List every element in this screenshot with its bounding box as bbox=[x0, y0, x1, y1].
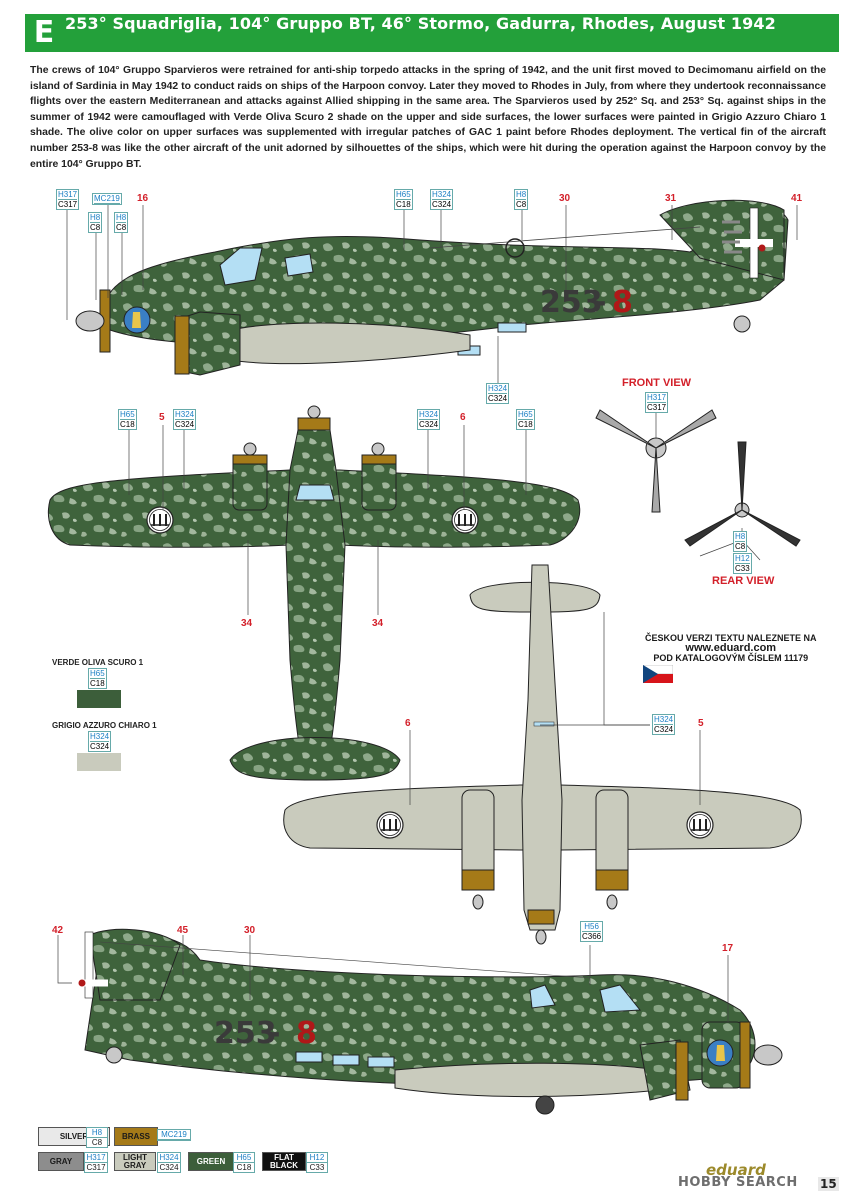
side-view-left: 253 - 8 bbox=[75, 199, 789, 376]
ref-16: 16 bbox=[137, 193, 149, 204]
ref-6-plan: 6 bbox=[460, 412, 466, 423]
plan-view-top bbox=[47, 405, 581, 781]
swatch-green bbox=[77, 690, 121, 708]
hobby-search-watermark: HOBBY SEARCH bbox=[678, 1175, 798, 1190]
svg-text:8: 8 bbox=[296, 1016, 317, 1051]
propeller-front bbox=[595, 409, 717, 513]
description-text: The crews of 104° Gruppo Sparvieros were… bbox=[30, 65, 826, 170]
fuselage-code-top: 253 bbox=[540, 285, 603, 320]
ref-30-top: 30 bbox=[559, 193, 571, 204]
title-bar: E 253° Squadriglia, 104° Gruppo BT, 46° … bbox=[25, 14, 839, 52]
rear-view-title: REAR VIEW bbox=[712, 575, 775, 587]
ref-34-right: 34 bbox=[372, 618, 384, 629]
svg-text:-: - bbox=[268, 1016, 280, 1051]
profile-letter: E bbox=[33, 15, 55, 50]
svg-text:8: 8 bbox=[612, 285, 633, 320]
svg-text:-: - bbox=[594, 285, 606, 320]
plan-view-bottom bbox=[283, 564, 802, 945]
fuselage-code-bottom: 253 bbox=[214, 1016, 277, 1051]
ref-42: 42 bbox=[52, 925, 64, 936]
page-number: 15 bbox=[818, 1177, 839, 1191]
swatch-name-green: VERDE OLIVA SCURO 1 bbox=[52, 658, 144, 667]
ref-45: 45 bbox=[177, 925, 189, 936]
callout-top-mc219: MC219 bbox=[92, 193, 122, 205]
swatch-grey bbox=[77, 753, 121, 771]
ref-5-lower: 5 bbox=[698, 718, 704, 729]
legend-green: GREEN bbox=[188, 1152, 234, 1171]
eduard-logo: eduard bbox=[706, 1161, 766, 1179]
czech-note: ČESKOU VERZI TEXTU NALEZNETE NA www.edua… bbox=[645, 633, 817, 663]
front-view-title: FRONT VIEW bbox=[622, 377, 692, 389]
ref-31: 31 bbox=[665, 193, 677, 204]
ref-41: 41 bbox=[791, 193, 803, 204]
swatch-name-grey: GRIGIO AZZURO CHIARO 1 bbox=[52, 721, 157, 730]
legend-brass-code: MC219 bbox=[157, 1129, 191, 1141]
legend-gray: GRAY bbox=[38, 1152, 84, 1171]
profile-title: 253° Squadriglia, 104° Gruppo BT, 46° St… bbox=[65, 14, 776, 33]
ref-5-plan: 5 bbox=[159, 412, 165, 423]
propeller-rear bbox=[684, 441, 801, 547]
czech-flag-icon bbox=[643, 665, 673, 683]
ref-17: 17 bbox=[722, 943, 734, 954]
ref-34-left: 34 bbox=[241, 618, 253, 629]
ref-30-bottom: 30 bbox=[244, 925, 256, 936]
eduard-link[interactable]: www.eduard.com bbox=[685, 642, 777, 654]
leader-lines bbox=[57, 204, 798, 1022]
ref-6-lower: 6 bbox=[405, 718, 411, 729]
side-view-right: 253 - 8 bbox=[72, 928, 783, 1115]
legend-brass: BRASS bbox=[114, 1127, 158, 1146]
